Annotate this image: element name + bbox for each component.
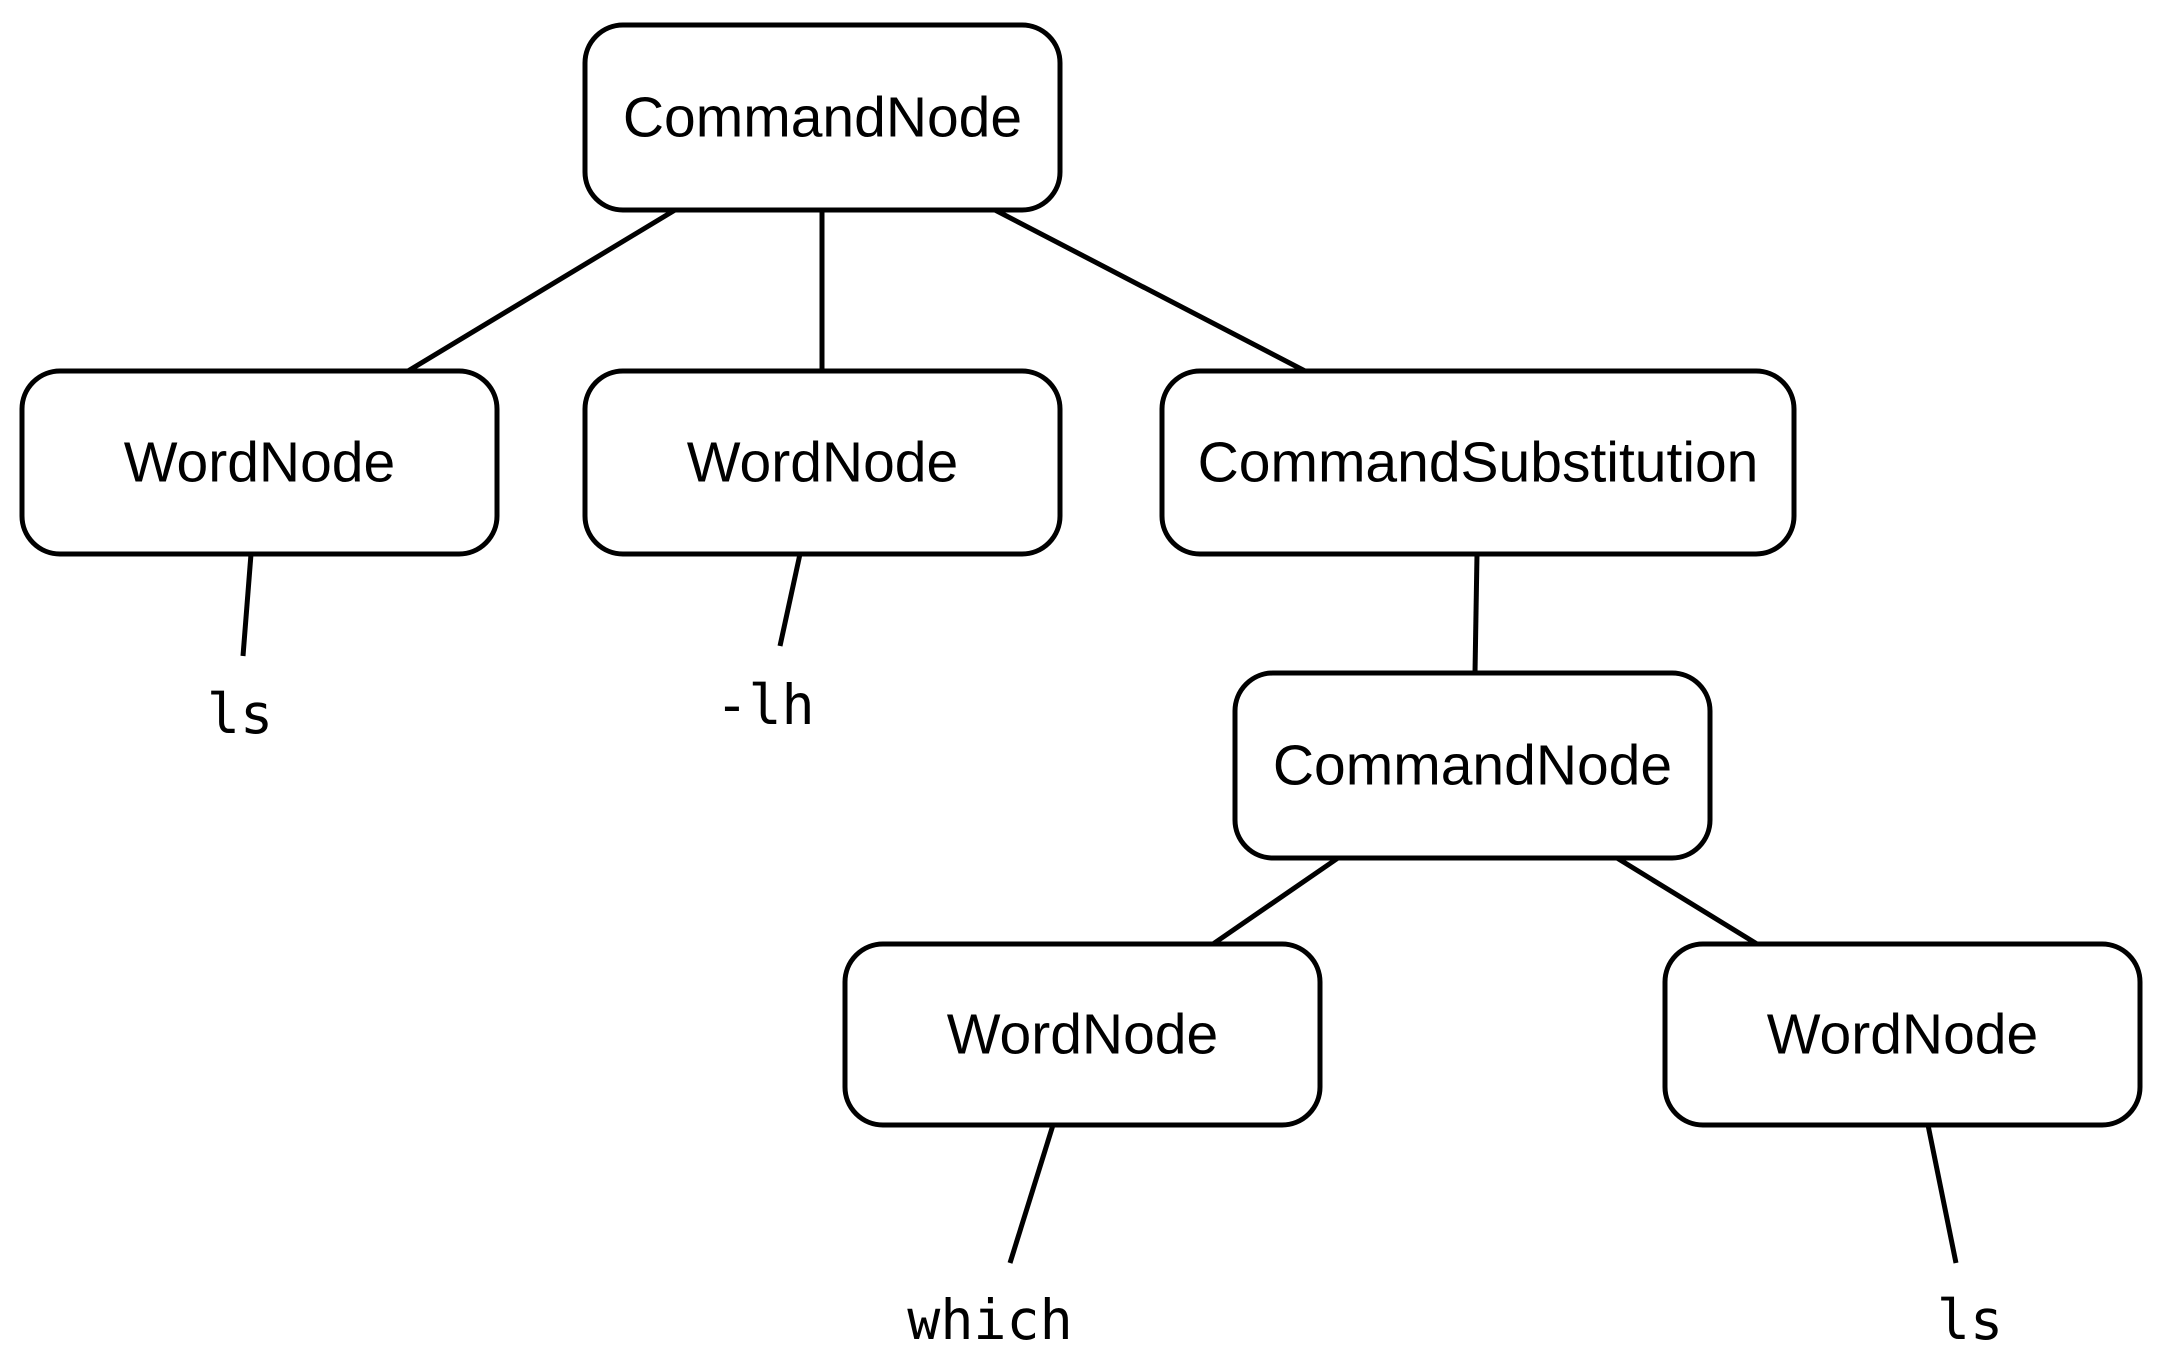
edge-root-to-word-ls <box>406 207 677 374</box>
word-node-ls: WordNode <box>19 368 500 557</box>
edge-word-lh-to-leaf <box>777 553 803 647</box>
node-label: WordNode <box>1767 1003 2038 1067</box>
leaf-token-which: which <box>907 1288 1073 1352</box>
command-node-root: CommandNode <box>582 22 1063 213</box>
edge-word-which-to-leaf <box>1007 1124 1056 1264</box>
node-label: WordNode <box>947 1003 1218 1067</box>
edge-word-ls2-to-leaf <box>1925 1124 1959 1264</box>
leaf-token-lh: -lh <box>715 673 814 737</box>
node-label: CommandNode <box>623 86 1022 150</box>
node-box <box>1232 670 1713 861</box>
edge-command-to-word-ls2 <box>1615 855 1759 947</box>
word-node-ls-nested: WordNode <box>1662 941 2143 1128</box>
edge-substitution-to-command <box>1472 553 1480 674</box>
node-label: CommandSubstitution <box>1198 431 1759 495</box>
node-label: WordNode <box>124 431 395 495</box>
node-box <box>19 368 500 557</box>
leaf-token-ls-nested: ls <box>1937 1288 2003 1352</box>
node-box <box>582 22 1063 213</box>
edge-command-to-word-which <box>1211 855 1340 947</box>
node-box <box>1662 941 2143 1128</box>
edge-root-to-substitution <box>993 207 1307 374</box>
node-box <box>582 368 1063 557</box>
leaf-token-ls: ls <box>207 682 273 746</box>
node-box <box>1159 368 1797 557</box>
node-label: CommandNode <box>1273 734 1672 798</box>
node-label: WordNode <box>687 431 958 495</box>
edge-word-ls-to-leaf <box>240 553 254 657</box>
word-node-which: WordNode <box>842 941 1323 1128</box>
command-substitution-node: CommandSubstitution <box>1159 368 1797 557</box>
command-node-nested: CommandNode <box>1232 670 1713 861</box>
node-box <box>842 941 1323 1128</box>
word-node-lh: WordNode <box>582 368 1063 557</box>
tree-edges <box>240 207 1959 1264</box>
